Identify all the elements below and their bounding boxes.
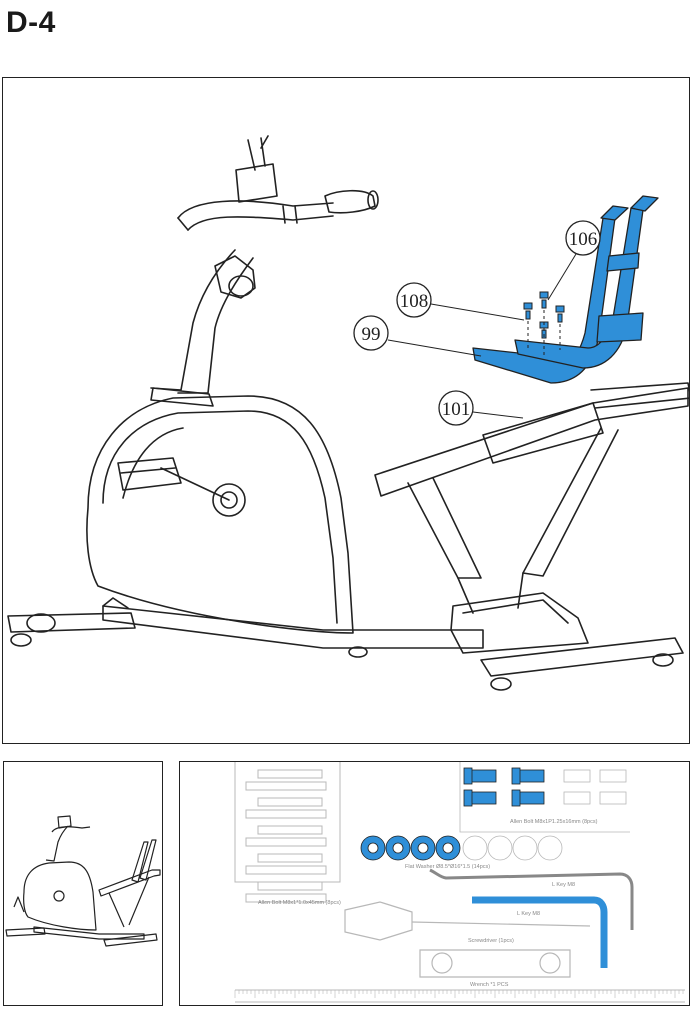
label-l-key-small: L Key M8	[517, 911, 540, 917]
assembly-illustration: 106 108 99 101	[7, 135, 689, 691]
allen-bolts-left-group	[234, 762, 341, 903]
rear-stabilizer	[480, 637, 684, 677]
hardware-sheet: Allen Bolt M8x1*1.0x45mm (8pcs) Allen Bo…	[234, 762, 685, 1003]
main-assembly-panel: 106 108 99 101	[2, 77, 690, 744]
ruler	[235, 989, 685, 1003]
seat-back-frame	[472, 195, 659, 384]
allen-bolts-right-group	[459, 762, 630, 833]
console-column	[150, 249, 236, 391]
tension-knob	[214, 255, 256, 299]
label-flat-washer: Flat Washer Ø8.5*Ø16*1.5 (14pcs)	[405, 864, 490, 870]
front-stabilizer	[7, 612, 136, 633]
callout-106-circle	[565, 220, 601, 256]
label-screwdriver: Screwdriver (1pcs)	[468, 938, 514, 944]
assembled-bike-thumbnail	[5, 815, 161, 947]
callout-99-label: 99	[362, 324, 381, 345]
handlebar	[177, 200, 334, 219]
step-title: D-4	[6, 6, 56, 39]
pedal	[117, 457, 182, 491]
label-allen-bolt-right: Allen Bolt M8x1P1.25x16mm (8pcs)	[510, 819, 598, 825]
seat-rail	[374, 387, 689, 497]
callout-101-circle	[438, 390, 474, 426]
handlebar-grip	[324, 189, 376, 214]
callout-99-circle	[353, 315, 389, 351]
support-strut-left	[407, 477, 482, 579]
screwdriver-icon	[344, 901, 591, 941]
label-allen-bolt-left: Allen Bolt M8x1*1.0x45mm (8pcs)	[258, 900, 341, 906]
base-beam	[102, 605, 484, 649]
callout-108-circle	[396, 282, 432, 318]
l-key-small-icon	[472, 896, 608, 968]
body-shroud	[86, 395, 354, 634]
console-mount	[235, 163, 278, 203]
callout-101-label: 101	[442, 399, 471, 420]
crank-hub	[212, 483, 246, 517]
l-key-large-icon	[429, 868, 634, 930]
callout-108-label: 108	[400, 291, 429, 312]
hardware-parts-panel: Allen Bolt M8x1*1.0x45mm (8pcs) Allen Bo…	[179, 761, 690, 1006]
flat-washers	[360, 835, 563, 861]
assembled-thumbnail-panel	[3, 761, 163, 1006]
callout-106-label: 106	[569, 229, 598, 250]
wrench-icon	[419, 949, 571, 978]
support-strut-right	[522, 427, 619, 577]
mounting-bolts	[523, 291, 565, 339]
rear-housing	[450, 592, 589, 654]
label-wrench: Wrench *1 PCS	[470, 982, 509, 988]
label-l-key-large: L Key M8	[552, 882, 575, 888]
